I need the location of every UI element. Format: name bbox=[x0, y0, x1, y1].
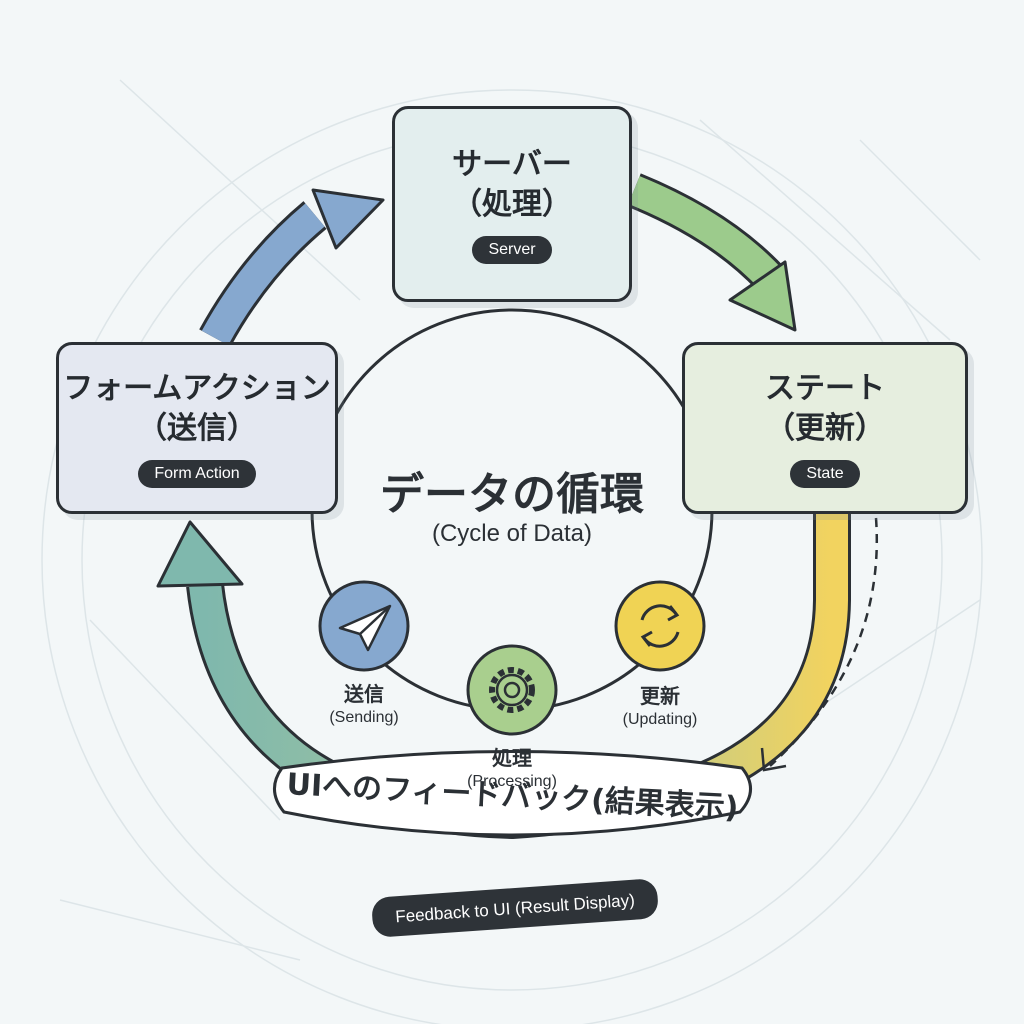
center-subtitle: (Cycle of Data) bbox=[431, 520, 593, 547]
server-pill: Server bbox=[472, 235, 552, 264]
step-processing-jp: 処理 bbox=[492, 746, 532, 770]
server-node: サーバー （処理） Server bbox=[392, 106, 632, 302]
form-title-line2: （送信） bbox=[137, 411, 257, 446]
refresh-icon bbox=[640, 604, 680, 648]
arrow-server-to-state bbox=[627, 173, 797, 332]
step-updating-jp: 更新 bbox=[640, 684, 680, 708]
step-updating-icon-circle bbox=[614, 580, 706, 672]
step-processing-label: 処理 (Processing) bbox=[442, 742, 582, 791]
server-title-line2: （処理） bbox=[452, 187, 572, 222]
paper-plane-icon bbox=[338, 604, 392, 652]
step-sending-label: 送信 (Sending) bbox=[304, 678, 424, 727]
feedback-banner: UIへのフィードバック(結果表示) Feedback to UI (Result… bbox=[273, 750, 752, 937]
state-pill: State bbox=[790, 459, 860, 488]
form-title-line1: フォームアクション bbox=[63, 370, 331, 406]
server-title-line1: サーバー bbox=[452, 146, 572, 182]
state-title-line2: （更新） bbox=[765, 411, 885, 446]
form-pill: Form Action bbox=[138, 459, 256, 488]
arrow-form-to-server bbox=[199, 188, 385, 347]
step-updating-en: (Updating) bbox=[622, 711, 698, 728]
step-processing-en: (Processing) bbox=[467, 773, 557, 790]
step-sending-icon-circle bbox=[318, 580, 410, 672]
state-node: ステート （更新） State bbox=[682, 342, 968, 514]
step-processing-icon-circle bbox=[466, 644, 558, 736]
step-updating-label: 更新 (Updating) bbox=[596, 680, 724, 729]
center-title: データの循環 bbox=[380, 469, 644, 520]
gear-icon bbox=[489, 667, 535, 713]
dashed-return-arrow bbox=[760, 517, 878, 772]
step-sending-en: (Sending) bbox=[329, 709, 399, 726]
step-sending-jp: 送信 bbox=[344, 682, 384, 706]
form-action-node: フォームアクション （送信） Form Action bbox=[56, 342, 338, 514]
state-title-line1: ステート bbox=[765, 370, 885, 406]
